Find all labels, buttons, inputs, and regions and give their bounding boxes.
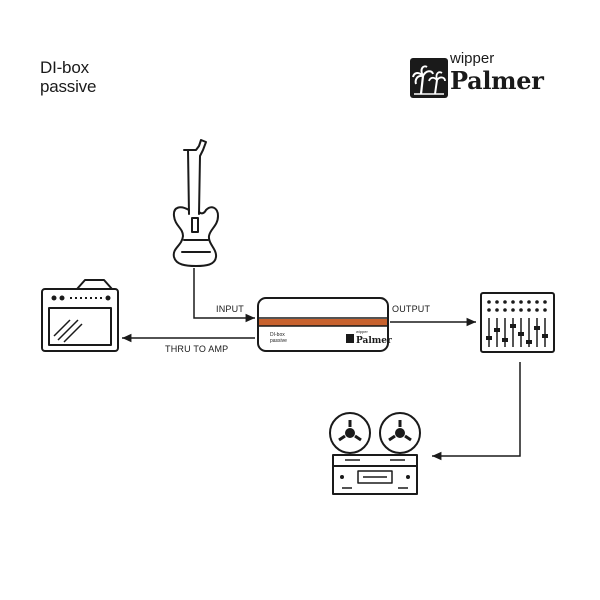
title-line-1: DI-box xyxy=(40,58,89,77)
device-text-2: passive xyxy=(270,338,287,344)
input-cable xyxy=(193,268,255,323)
brand-logo: wipper Palmer xyxy=(410,50,560,100)
input-label: INPUT xyxy=(216,304,244,314)
amplifier-icon xyxy=(41,279,119,352)
device-stripe xyxy=(259,319,387,326)
recorder-cable xyxy=(432,362,521,461)
brand-top-text: wipper xyxy=(450,50,495,67)
device-logo-icon xyxy=(346,334,354,343)
diagram-title: DI-box passive xyxy=(40,58,96,96)
device-brand-top: wipper xyxy=(356,329,368,334)
bass-guitar-icon xyxy=(172,139,219,267)
tape-recorder-icon xyxy=(329,412,421,495)
brand-main-text: Palmer xyxy=(450,66,544,95)
output-label: OUTPUT xyxy=(392,304,431,314)
thru-to-amp-label: THRU TO AMP xyxy=(165,344,229,354)
mixer-console-icon xyxy=(480,292,555,353)
device-text-1: DI-box xyxy=(270,332,285,338)
di-box-device: DI-box passive wipper Palmer xyxy=(257,297,392,352)
title-line-2: passive xyxy=(40,77,97,96)
device-brand-main: Palmer xyxy=(356,336,392,346)
palm-tree-icon xyxy=(410,58,448,98)
